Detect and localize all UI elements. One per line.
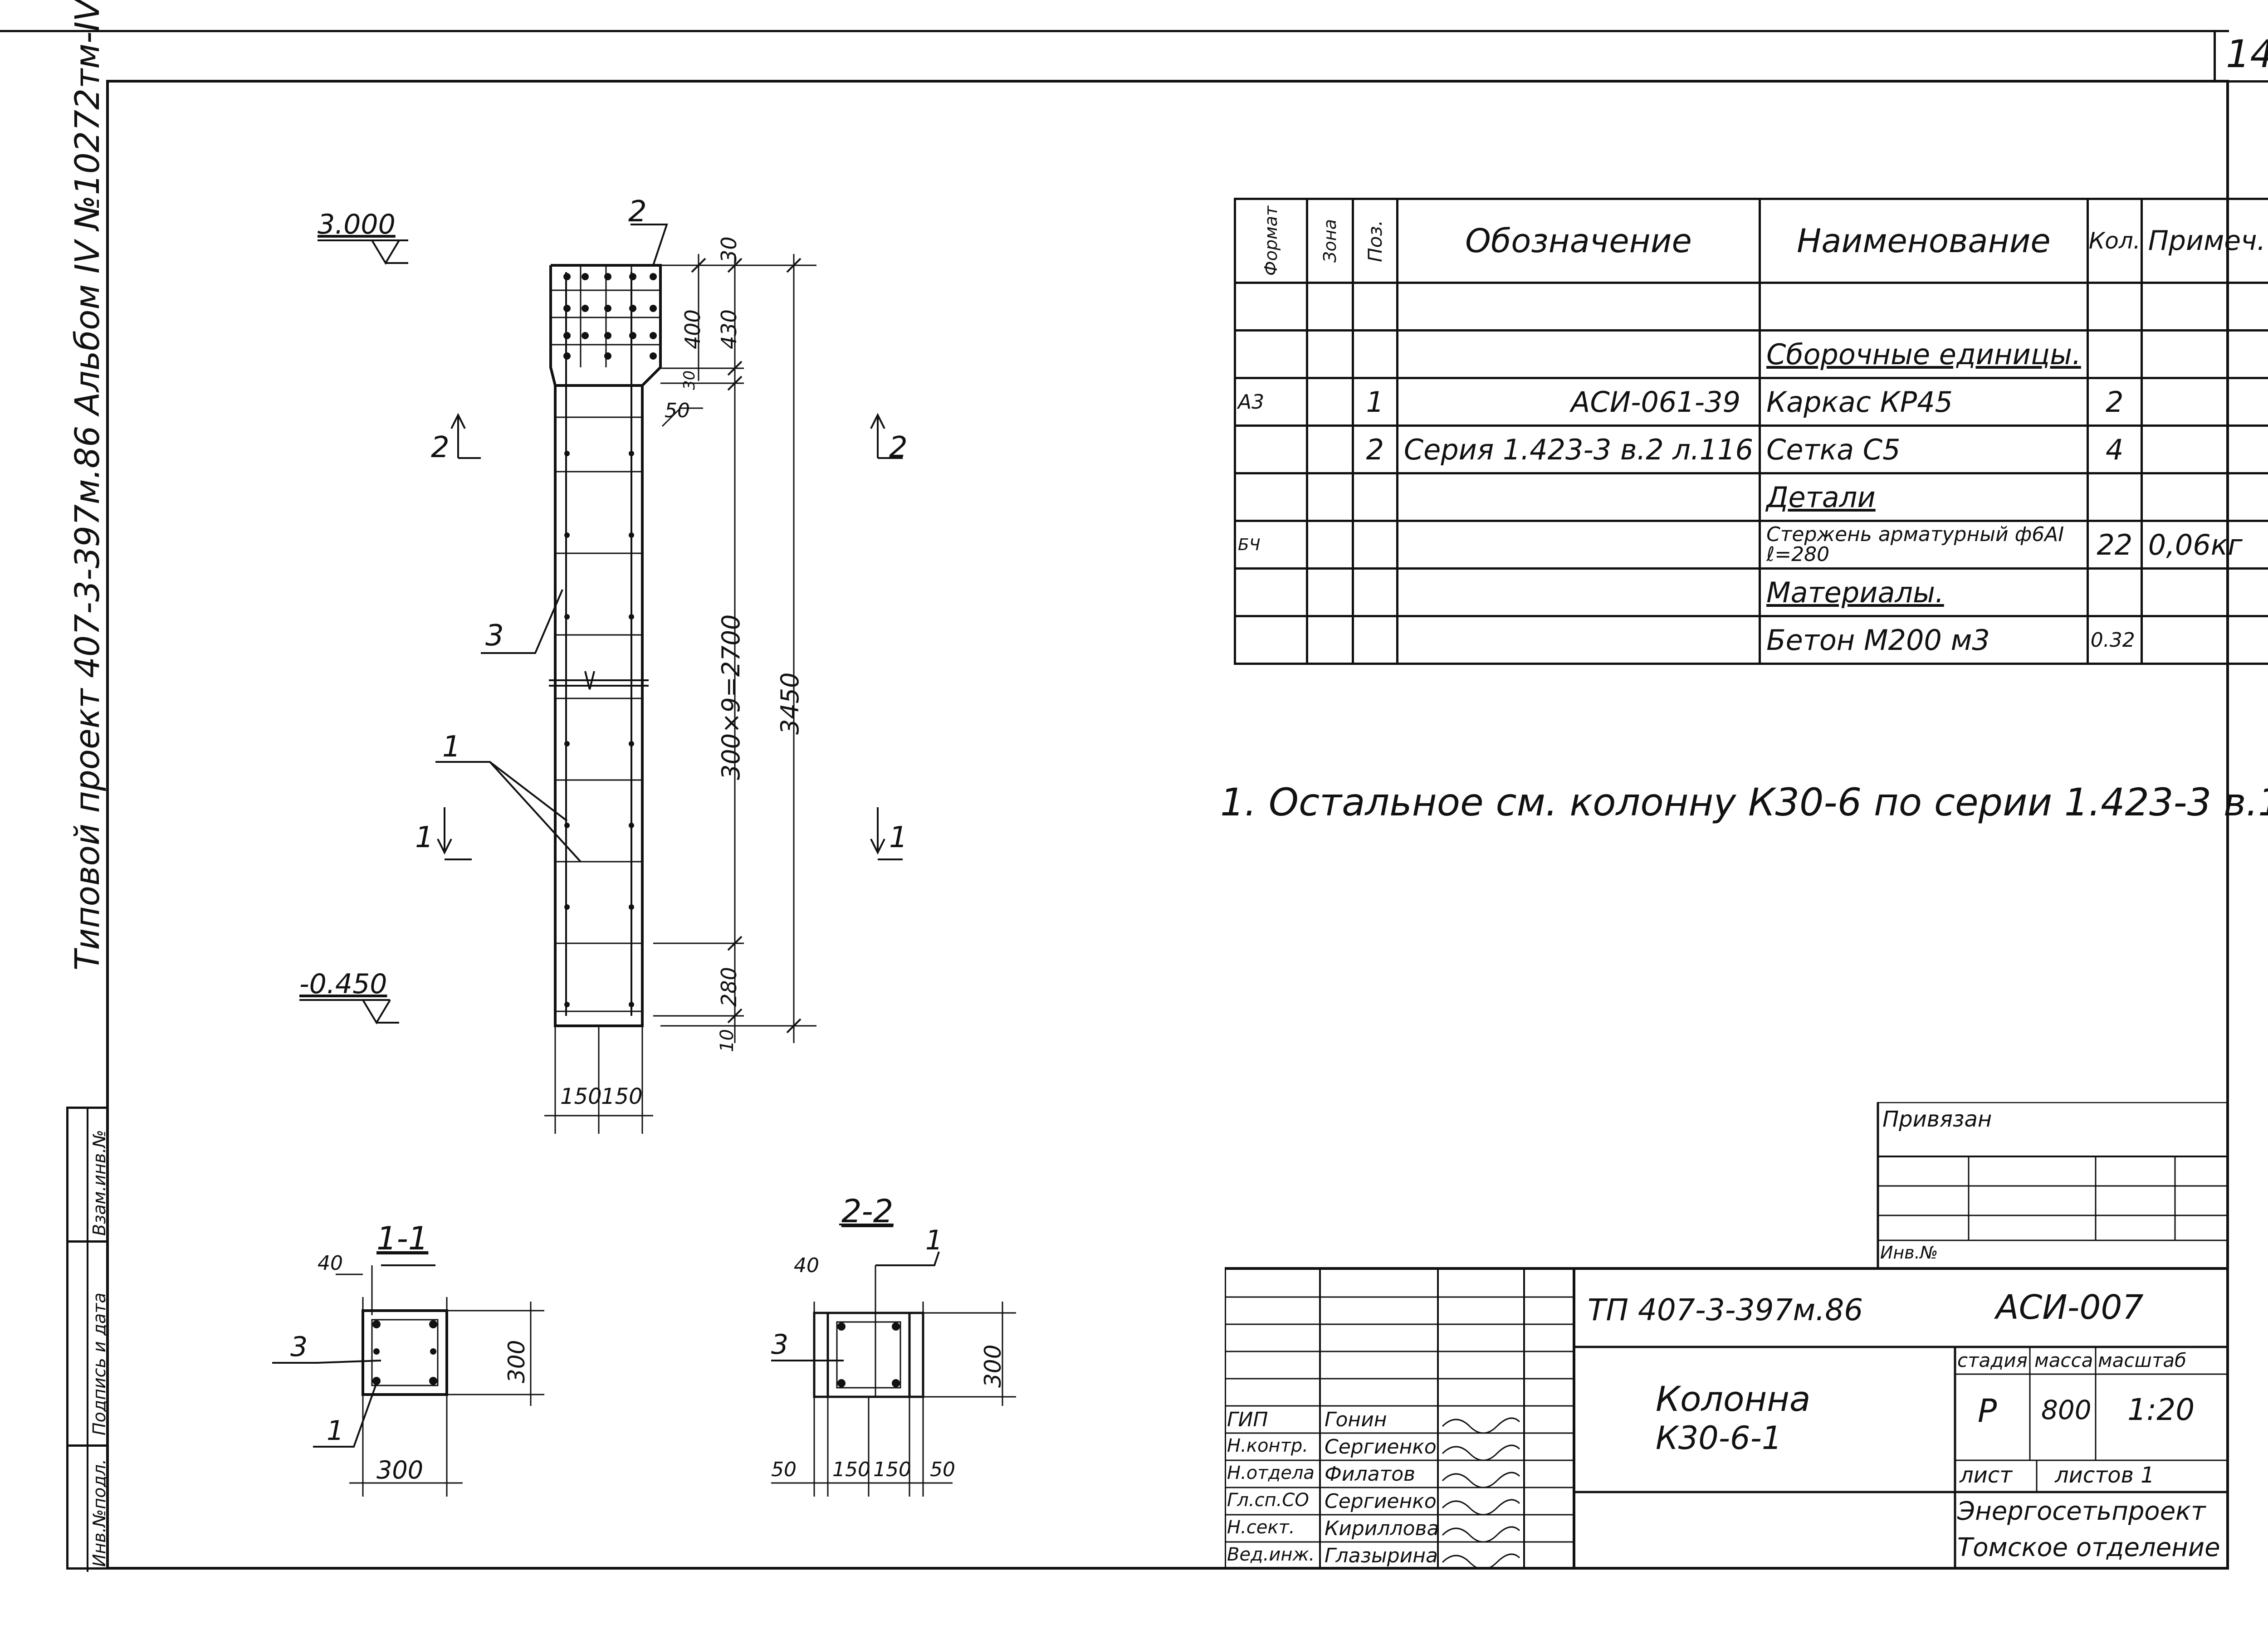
dim-280: 280 — [717, 967, 741, 1007]
name-n-otdela: Филатов — [1325, 1463, 1416, 1486]
scale-value: 1:20 — [2127, 1392, 2195, 1427]
spec-row: Материалы. — [1233, 567, 2268, 617]
stage-label: стадия — [1957, 1349, 2028, 1371]
mass-value: 800 — [2041, 1395, 2092, 1425]
mass-label: масса — [2034, 1349, 2093, 1371]
page-number: 14 — [2226, 32, 2268, 76]
section-mark-2-left: 2 — [431, 431, 450, 464]
dim-10: 10 — [717, 1029, 738, 1052]
section-1-1-title: 1-1 — [376, 1220, 429, 1257]
dim-430: 430 — [717, 309, 741, 349]
dim-150-left: 150 — [560, 1084, 602, 1109]
name-gip: Гонин — [1325, 1408, 1387, 1431]
org-line2: Томское отделение — [1957, 1533, 2220, 1562]
page-number-box: 14 — [2214, 30, 2268, 83]
spec-header-pos: Поз. — [1351, 198, 1398, 284]
drawing-name-line1: Колонна — [1656, 1379, 1811, 1419]
section-2-2-dim-150-right: 150 — [873, 1458, 911, 1481]
dim-30-top: 30 — [717, 236, 741, 263]
elevation-bottom: -0.450 — [299, 968, 387, 1000]
section-2-2-leader-3: 3 — [771, 1329, 789, 1361]
stage-value: Р — [1978, 1392, 1997, 1429]
drawing-frame — [106, 80, 2229, 1570]
spec-header-format: Формат — [1233, 198, 1309, 284]
section-2-2-dim-50-right: 50 — [930, 1458, 955, 1481]
spec-header-note: Примеч. — [2140, 198, 2268, 284]
role-gip: ГИП — [1227, 1408, 1268, 1431]
role-ved-inzh: Вед.инж. — [1227, 1544, 1315, 1565]
general-note: 1. Остальное см. колонну К30-6 по серии … — [1220, 780, 2268, 824]
role-gl-sp: Гл.сп.СО — [1227, 1490, 1309, 1511]
section-2-2-dim-40: 40 — [794, 1254, 819, 1277]
spec-row: Сборочные единицы. — [1233, 329, 2268, 379]
scale-label: масштаб — [2098, 1349, 2187, 1371]
leader-1: 1 — [442, 730, 461, 764]
name-n-kontr: Сергиенко — [1325, 1435, 1437, 1458]
section-2-2-leader-1: 1 — [925, 1224, 943, 1256]
project-number: ТП 407-3-397м.86 — [1588, 1293, 1863, 1327]
sheets-label: листов 1 — [2055, 1463, 2155, 1488]
dim-30-mid: 30 — [680, 370, 699, 390]
section-mark-1-right: 1 — [889, 821, 908, 854]
section-1-1-dim-side: 300 — [503, 1340, 530, 1383]
column-outline — [549, 264, 662, 1027]
drawing-code: АСИ-007 — [1996, 1288, 2144, 1327]
dim-150-right: 150 — [601, 1084, 643, 1109]
left-sidebar: Инв.№подл. Подпись и дата Взам.инв.№ — [66, 1107, 109, 1572]
spec-row: Детали — [1233, 472, 2268, 522]
section-1-1-leader-3: 3 — [290, 1331, 308, 1363]
dim-3450: 3450 — [776, 672, 804, 735]
section-2-2-dim-50-left: 50 — [771, 1458, 797, 1481]
leader-3: 3 — [485, 619, 504, 653]
specification-table: Формат Зона Поз. Обозначение Наименовани… — [1233, 198, 2268, 665]
spec-header-designation: Обозначение — [1396, 198, 1761, 284]
title-block: Привязан Инв.№ ТП 407-3-397м.86 АСИ-007 … — [1225, 1102, 2229, 1570]
drawing-name-line2: К30-6-1 — [1656, 1419, 1782, 1457]
section-mark-1-left: 1 — [415, 821, 434, 854]
spec-row — [1233, 282, 2268, 332]
role-n-kontr: Н.контр. — [1227, 1435, 1308, 1456]
section-2-2-dim-side: 300 — [980, 1344, 1006, 1388]
role-n-otdela: Н.отдела — [1227, 1463, 1315, 1483]
spec-header-qty: Кол. — [2086, 198, 2143, 284]
spec-header-name: Наименование — [1759, 198, 2089, 284]
name-n-sekt: Кириллова — [1325, 1517, 1439, 1540]
spec-header-zone: Зона — [1306, 198, 1354, 284]
inv-no-label: Инв.№ — [1880, 1243, 1938, 1263]
role-n-sekt: Н.сект. — [1227, 1517, 1295, 1538]
section-mark-2-right: 2 — [889, 431, 908, 464]
org-line1: Энергосетьпроект — [1957, 1497, 2206, 1526]
privyazan-label: Привязан — [1882, 1107, 1992, 1132]
elevation-top: 3.000 — [318, 209, 396, 240]
sheet-top-line — [0, 30, 2229, 32]
dim-50: 50 — [665, 399, 690, 422]
dim-400: 400 — [680, 309, 705, 349]
section-2-2-title: 2-2 — [841, 1193, 894, 1230]
sheet-label: лист — [1960, 1463, 2013, 1488]
section-1-1-dim-40: 40 — [318, 1252, 343, 1275]
spec-header-row: Формат Зона Поз. Обозначение Наименовани… — [1233, 198, 2268, 284]
leader-2: 2 — [628, 195, 647, 229]
section-2-2-dim-150-left: 150 — [832, 1458, 870, 1481]
dim-2700: 300×9=2700 — [717, 614, 745, 780]
name-gl-sp: Сергиенко — [1325, 1490, 1437, 1513]
name-ved-inzh: Глазырина — [1325, 1544, 1438, 1567]
section-1-1-leader-1: 1 — [327, 1415, 344, 1447]
section-1-1-dim-bottom: 300 — [376, 1456, 424, 1484]
